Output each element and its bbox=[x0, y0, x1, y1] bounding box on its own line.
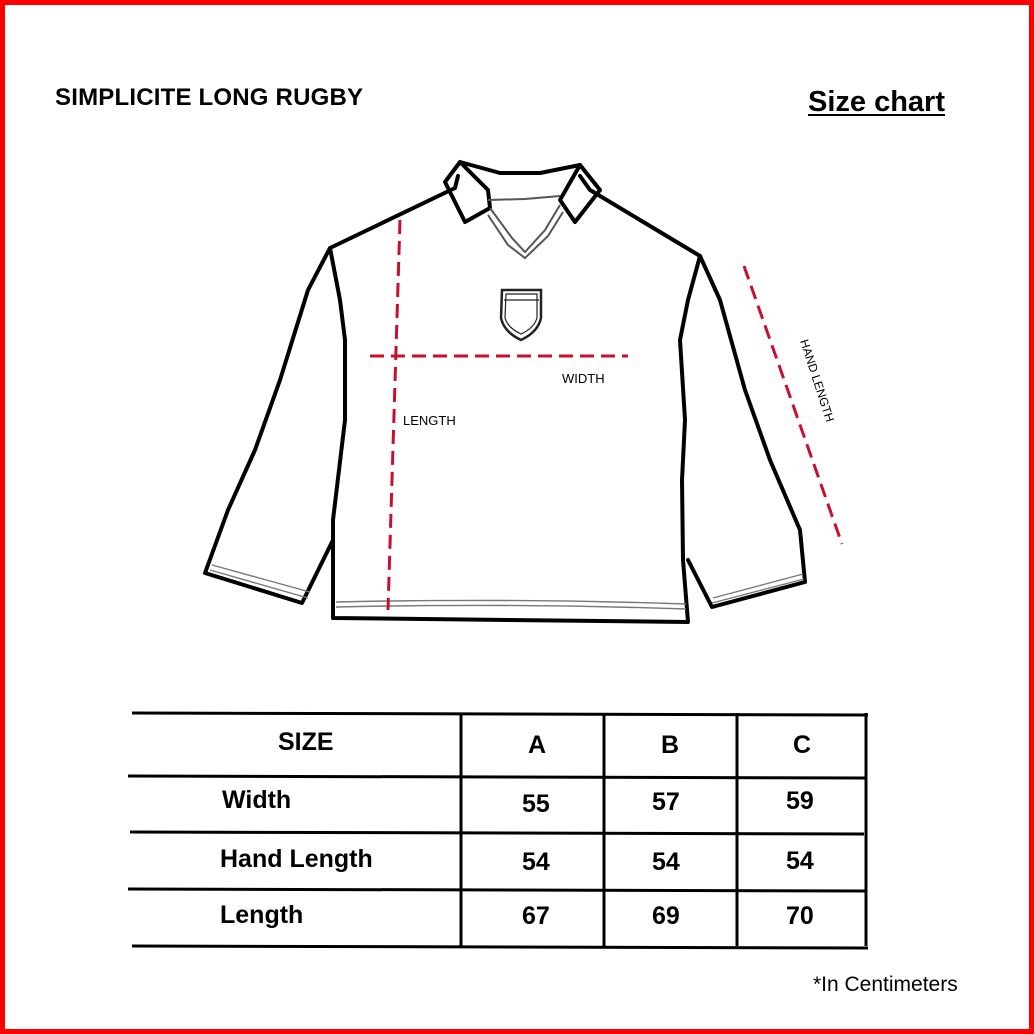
table-header-size-b: B bbox=[661, 731, 680, 759]
width-label: WIDTH bbox=[562, 371, 605, 386]
table-row-label: Width bbox=[222, 786, 292, 814]
size-chart-title: Size chart bbox=[808, 86, 945, 118]
table-cell: 70 bbox=[786, 902, 814, 930]
table-header-size-a: A bbox=[528, 731, 547, 759]
table-cell: 67 bbox=[522, 902, 550, 930]
length-label: LENGTH bbox=[403, 413, 456, 428]
hand-length-measure-line bbox=[742, 265, 844, 545]
collar-right bbox=[558, 163, 602, 224]
table-header-size: SIZE bbox=[278, 728, 334, 756]
table-header-size-c: C bbox=[793, 731, 812, 759]
units-note: *In Centimeters bbox=[813, 973, 958, 996]
table-cell: 69 bbox=[652, 902, 680, 930]
right-sleeve-outline bbox=[686, 254, 807, 609]
table-cell: 54 bbox=[786, 847, 814, 875]
crest-badge bbox=[499, 288, 543, 342]
product-title: SIMPLICITE LONG RUGBY bbox=[55, 84, 364, 111]
table-row-label: Length bbox=[220, 901, 304, 929]
garment-body-outline bbox=[328, 174, 702, 624]
table-cell: 54 bbox=[652, 848, 680, 876]
length-measure-line bbox=[386, 219, 402, 611]
table-cell: 55 bbox=[522, 790, 550, 818]
table-cell: 57 bbox=[652, 788, 680, 816]
table-cell: 59 bbox=[786, 787, 814, 815]
left-sleeve-outline bbox=[203, 246, 335, 605]
table-cell: 54 bbox=[522, 848, 550, 876]
table-row-label: Hand Length bbox=[220, 845, 373, 873]
